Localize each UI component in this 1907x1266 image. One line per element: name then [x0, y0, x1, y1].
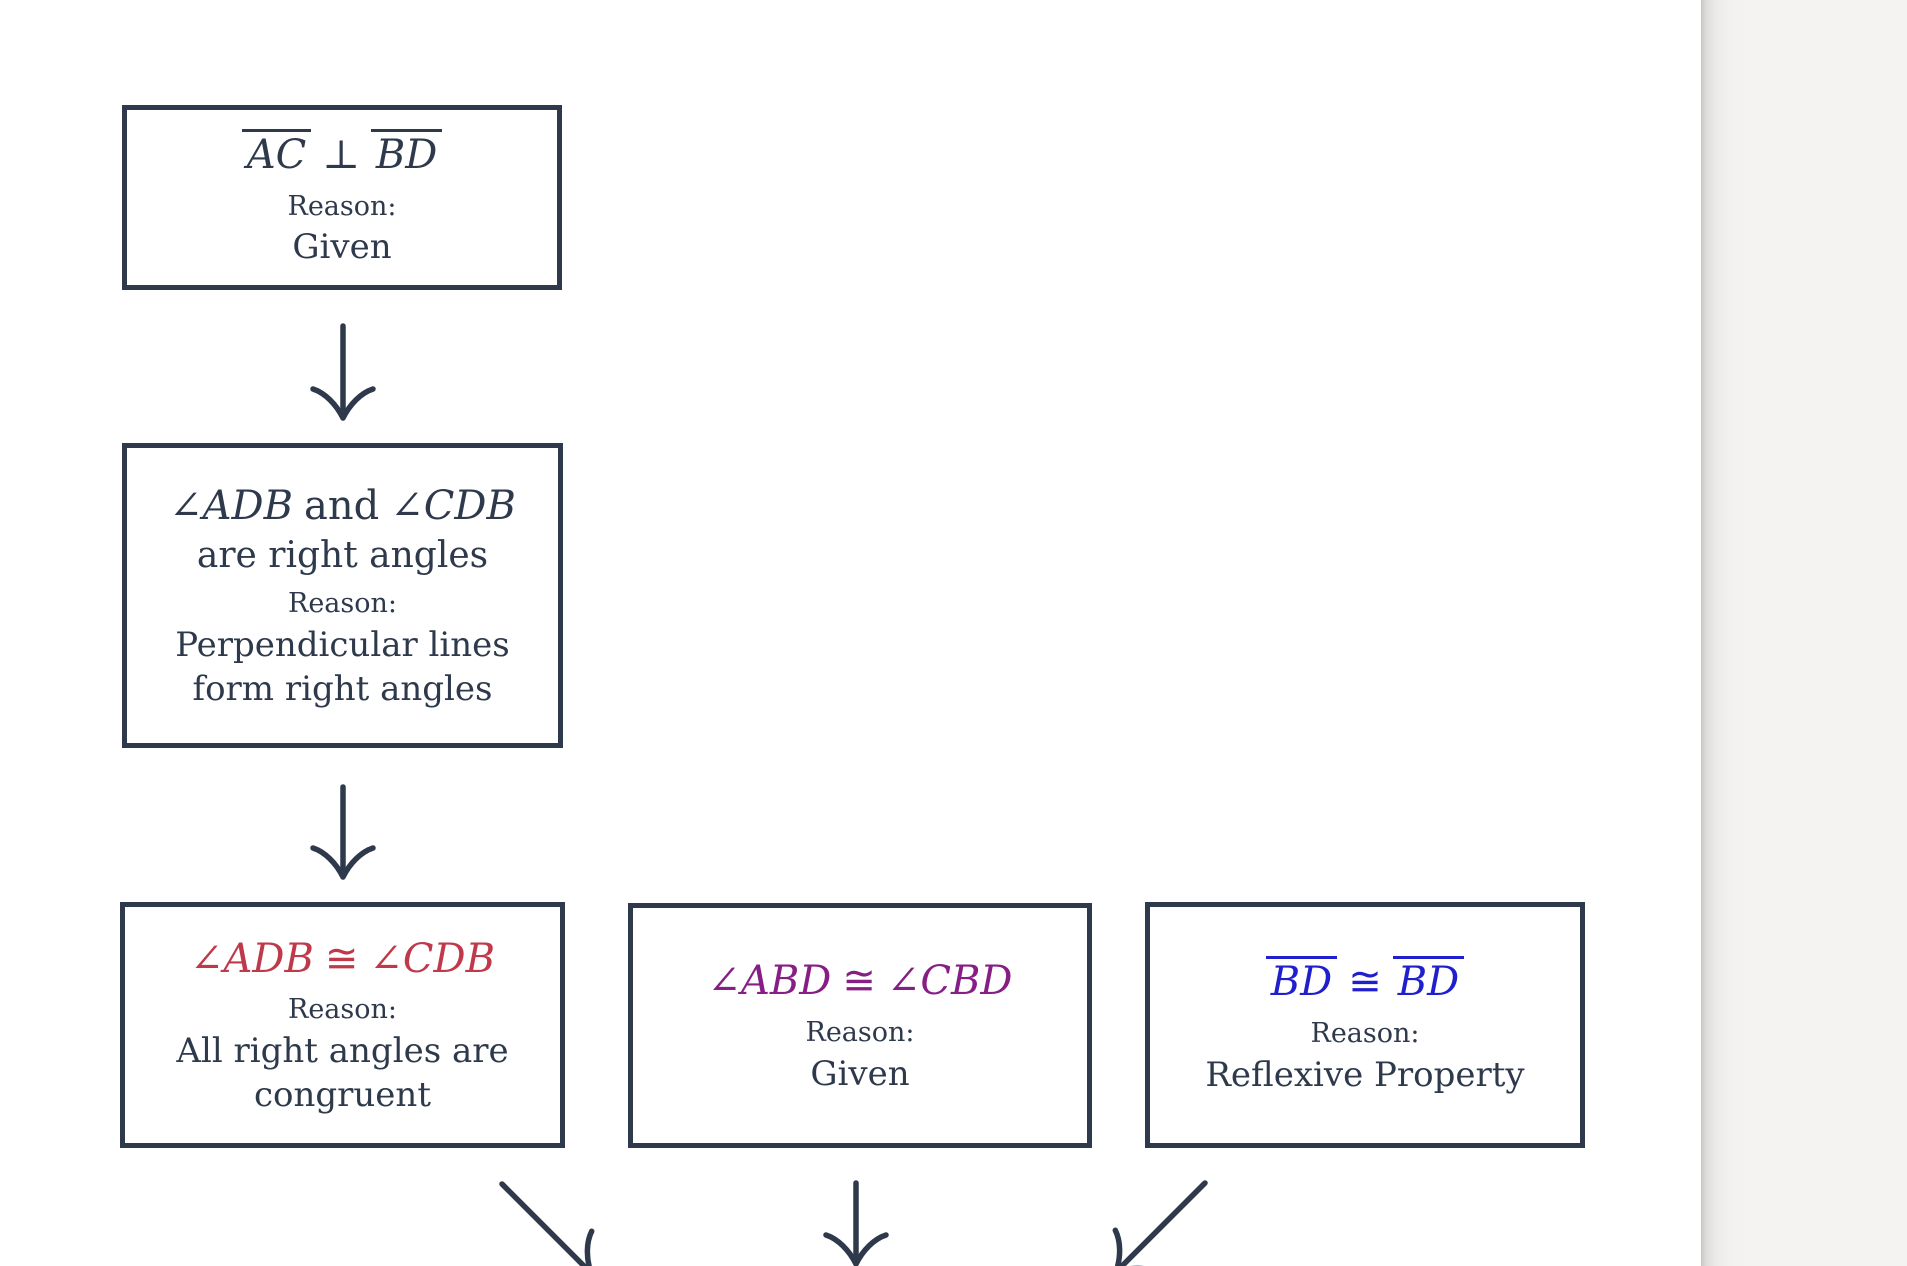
reason-label: Reason:	[805, 1017, 915, 1049]
proof-box-ac-perpendicular-bd: AC⊥BD Reason: Given	[122, 105, 562, 290]
statement-segment: ∠ADB	[190, 935, 314, 982]
statement-segment: ≅	[324, 935, 359, 982]
statement-segment: BD	[370, 128, 443, 176]
statement-segment: ∠CDB	[390, 482, 516, 529]
statement-segment: AC	[241, 128, 312, 176]
statement-segment: ∠ADB	[169, 482, 294, 529]
reason-label: Reason:	[1310, 1018, 1420, 1050]
proof-box-reflexive-property: BD≅BD Reason: Reflexive Property	[1145, 902, 1585, 1148]
statement-segment: are right angles	[196, 534, 489, 576]
statement-line: are right angles	[197, 533, 488, 580]
statement-segment: ∠ABD	[707, 958, 832, 1005]
arrow-diagonal-down-left-icon	[1112, 1180, 1208, 1266]
arrow-down-icon	[823, 1180, 889, 1266]
reason-text: Reflexive Property	[1205, 1054, 1525, 1095]
statement: BD≅BD	[1150, 953, 1580, 1009]
statement-segment: ∠CBD	[886, 958, 1013, 1005]
reason-label: Reason:	[287, 994, 397, 1026]
statement-segment: BD	[1392, 956, 1465, 1003]
statement-segment: ⊥	[322, 131, 360, 178]
statement-segment: BD	[1265, 956, 1338, 1003]
reason-text: Perpendicular lines form right angles	[175, 624, 510, 710]
proof-box-given-angle-congruence: ∠ABD≅∠CBD Reason: Given	[628, 903, 1092, 1148]
arrow-diagonal-down-right-icon	[499, 1181, 595, 1266]
reason-text: Given	[292, 227, 392, 268]
statement-line: AC⊥BD	[241, 126, 443, 182]
statement-segment: ≅	[842, 958, 876, 1005]
reason-label: Reason:	[287, 588, 397, 620]
proof-box-angles-congruent: ∠ADB≅∠CDB Reason: All right angles are c…	[120, 902, 565, 1148]
statement-segment: ∠CDB	[369, 935, 495, 982]
statement-line: ∠ADB≅∠CDB	[190, 933, 495, 986]
reason-label: Reason:	[287, 190, 397, 222]
statement-segment: ≅	[1348, 959, 1382, 1006]
statement: ∠ABD≅∠CBD	[633, 955, 1087, 1008]
arrow-down-icon	[310, 784, 376, 880]
reason-text: Given	[810, 1053, 910, 1094]
page-edge-region	[1701, 0, 1907, 1266]
statement-segment: and	[304, 482, 380, 529]
arrow-down-icon	[310, 323, 376, 421]
statement: ∠ADB≅∠CDB	[125, 933, 560, 986]
statement: AC⊥BD	[127, 126, 557, 182]
statement-line: BD≅BD	[1265, 953, 1465, 1009]
statement-line: ∠ABD≅∠CBD	[708, 955, 1013, 1008]
reason-text: All right angles are congruent	[176, 1030, 509, 1116]
